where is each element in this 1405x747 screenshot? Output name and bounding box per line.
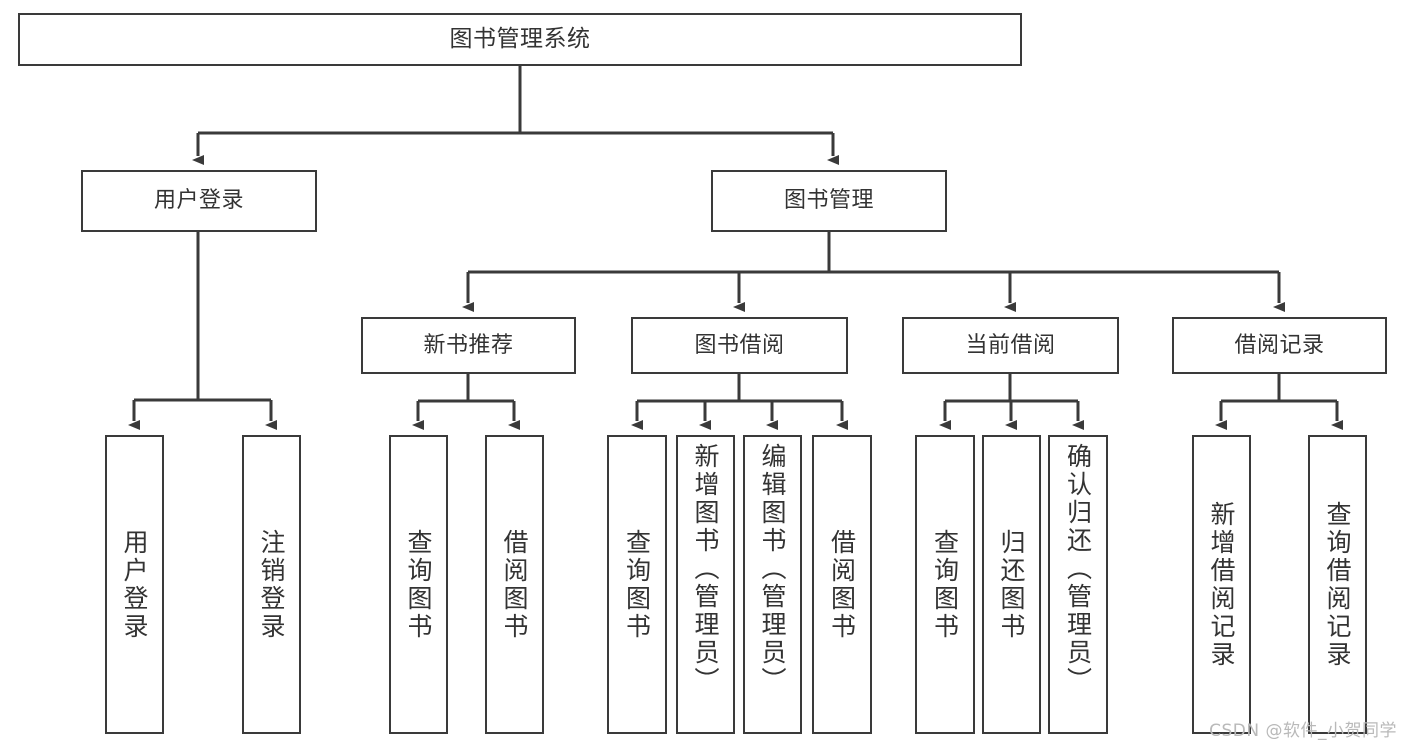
- node-leaf-logout-login[interactable]: 注销登录: [242, 435, 301, 734]
- node-leaf-add-book-admin[interactable]: 新增图书（管理员）: [676, 435, 735, 734]
- node-leaf-query-book-1[interactable]: 查询图书: [389, 435, 448, 734]
- node-leaf-edit-book-admin[interactable]: 编辑图书（管理员）: [743, 435, 802, 734]
- node-label: 新增图书（管理员）: [691, 443, 720, 695]
- node-label: 查询图书: [622, 528, 652, 641]
- node-leaf-add-borrow-record[interactable]: 新增借阅记录: [1192, 435, 1251, 734]
- node-leaf-user-login[interactable]: 用户登录: [105, 435, 164, 734]
- node-label: 图书借阅: [694, 332, 785, 358]
- node-label: 图书管理: [783, 188, 874, 214]
- node-user-login[interactable]: 用户登录: [81, 170, 317, 232]
- node-leaf-query-book-2[interactable]: 查询图书: [607, 435, 667, 734]
- node-root-system[interactable]: 图书管理系统: [18, 13, 1022, 66]
- node-new-book-recommend[interactable]: 新书推荐: [361, 317, 576, 374]
- node-leaf-borrow-book-1[interactable]: 借阅图书: [485, 435, 544, 734]
- node-label: 新书推荐: [423, 332, 514, 358]
- node-current-borrow[interactable]: 当前借阅: [902, 317, 1119, 374]
- csdn-watermark: CSDN @软件_小贺同学: [1209, 721, 1397, 741]
- node-label: 借阅图书: [827, 528, 857, 641]
- node-label: 图书管理系统: [449, 26, 591, 53]
- node-leaf-borrow-book-2[interactable]: 借阅图书: [812, 435, 872, 734]
- node-label: 当前借阅: [965, 332, 1056, 358]
- node-label: 新增借阅记录: [1207, 500, 1236, 669]
- node-label: 注销登录: [257, 528, 286, 641]
- node-label: 归还图书: [997, 528, 1026, 641]
- node-leaf-query-borrow-record[interactable]: 查询借阅记录: [1308, 435, 1367, 734]
- node-label: 查询借阅记录: [1323, 500, 1352, 669]
- node-label: 编辑图书（管理员）: [758, 443, 787, 695]
- node-label: 查询图书: [930, 528, 960, 641]
- node-label: 用户登录: [153, 188, 244, 214]
- node-label: 用户登录: [120, 528, 149, 641]
- node-book-borrow[interactable]: 图书借阅: [631, 317, 848, 374]
- node-borrow-record[interactable]: 借阅记录: [1172, 317, 1387, 374]
- node-label: 借阅图书: [500, 528, 529, 641]
- node-label: 查询图书: [404, 528, 433, 641]
- node-leaf-confirm-return-admin[interactable]: 确认归还（管理员）: [1048, 435, 1108, 734]
- node-label: 借阅记录: [1234, 332, 1325, 358]
- node-book-manage[interactable]: 图书管理: [711, 170, 947, 232]
- node-label: 确认归还（管理员）: [1063, 443, 1093, 695]
- node-leaf-return-book[interactable]: 归还图书: [982, 435, 1041, 734]
- node-leaf-query-book-3[interactable]: 查询图书: [915, 435, 975, 734]
